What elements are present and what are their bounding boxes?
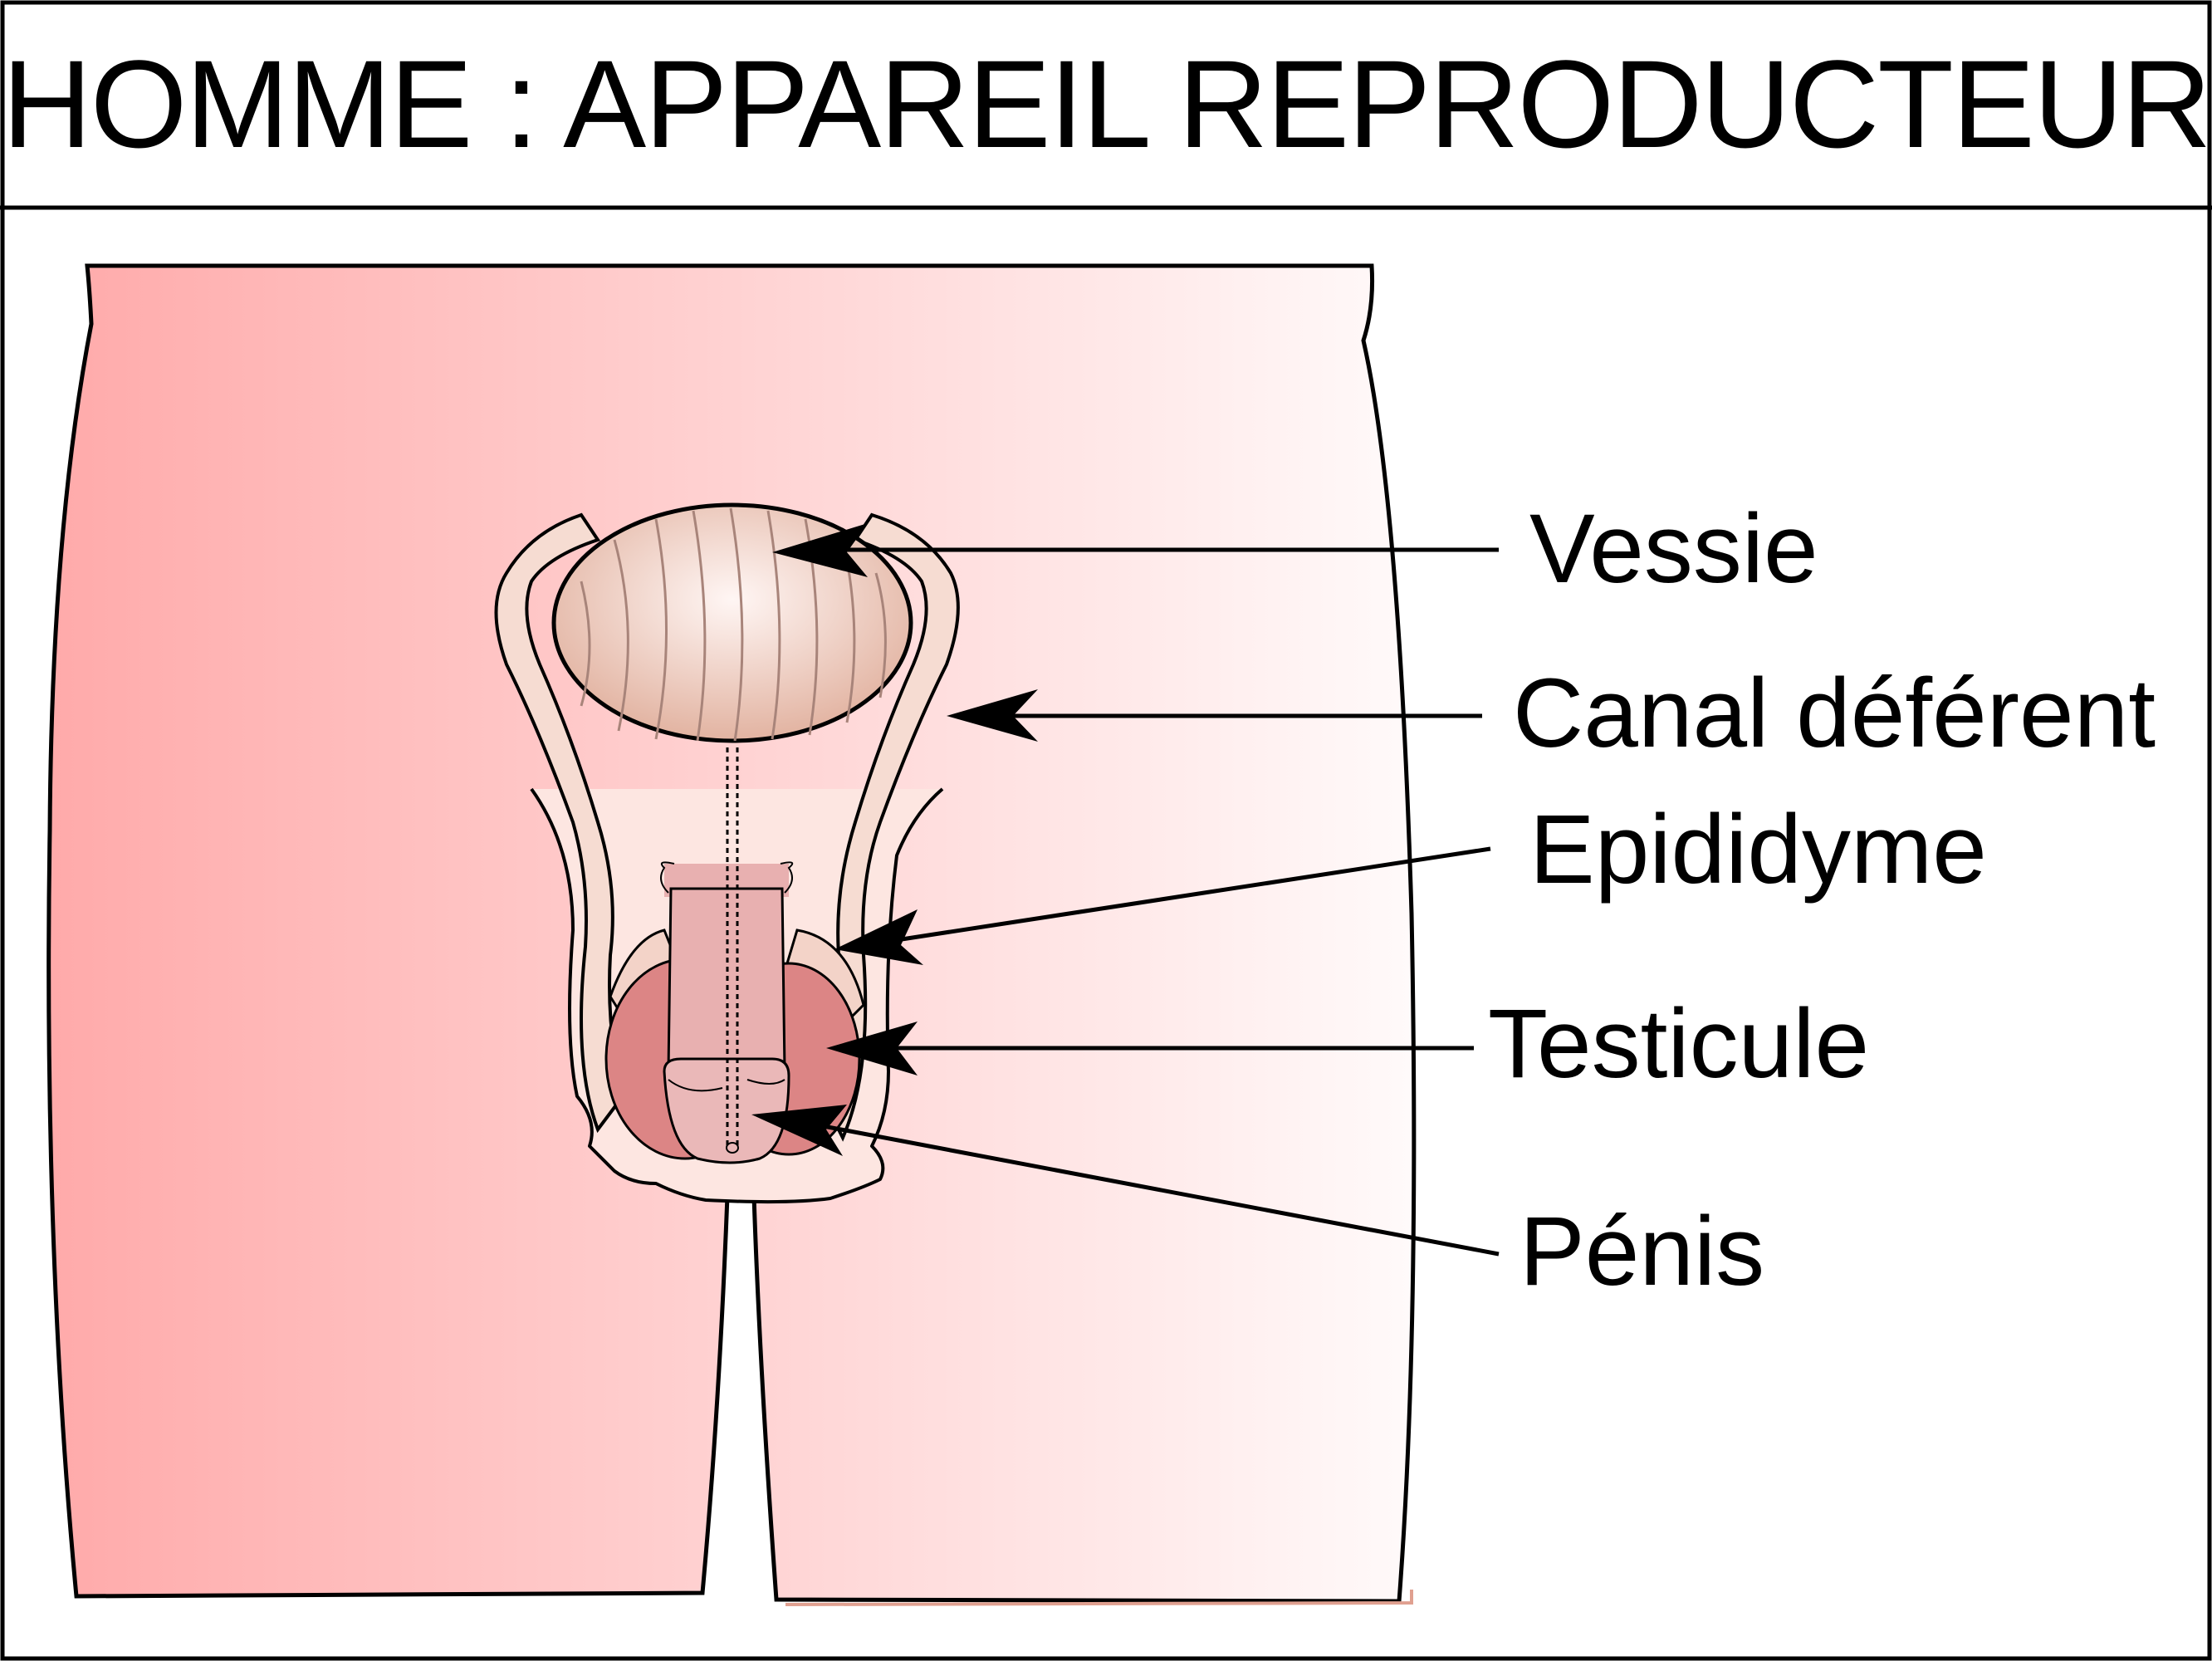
label-epididyme: Epididyme	[1529, 795, 1987, 904]
bladder-texture	[580, 507, 887, 742]
arrow-line-penis	[796, 1119, 1500, 1257]
arrow-head-canal	[947, 689, 1038, 742]
arrow-head-epididyme	[834, 909, 923, 965]
body-shadow-line	[785, 1590, 1413, 1606]
glans-rim	[668, 1079, 785, 1092]
label-arrows	[751, 523, 1500, 1257]
bladder	[551, 502, 913, 743]
label-penis: Pénis	[1520, 1197, 1765, 1306]
penis-glans	[663, 1057, 790, 1164]
label-canal-deferent: Canal déférent	[1513, 659, 2156, 768]
page-title: HOMME : APPAREIL REPRODUCTEUR	[2, 33, 2211, 174]
arrow-line-epididyme	[879, 846, 1491, 945]
label-testicule: Testicule	[1488, 989, 1870, 1099]
penis-base-folds	[660, 861, 794, 894]
urethral-opening	[726, 1142, 739, 1154]
label-vessie: Vessie	[1529, 494, 1818, 604]
arrow-head-penis	[751, 1105, 847, 1156]
arrow-head-vessie	[772, 523, 868, 577]
arrow-head-testicule	[826, 1022, 918, 1075]
vas-deferens-left	[494, 512, 625, 1134]
